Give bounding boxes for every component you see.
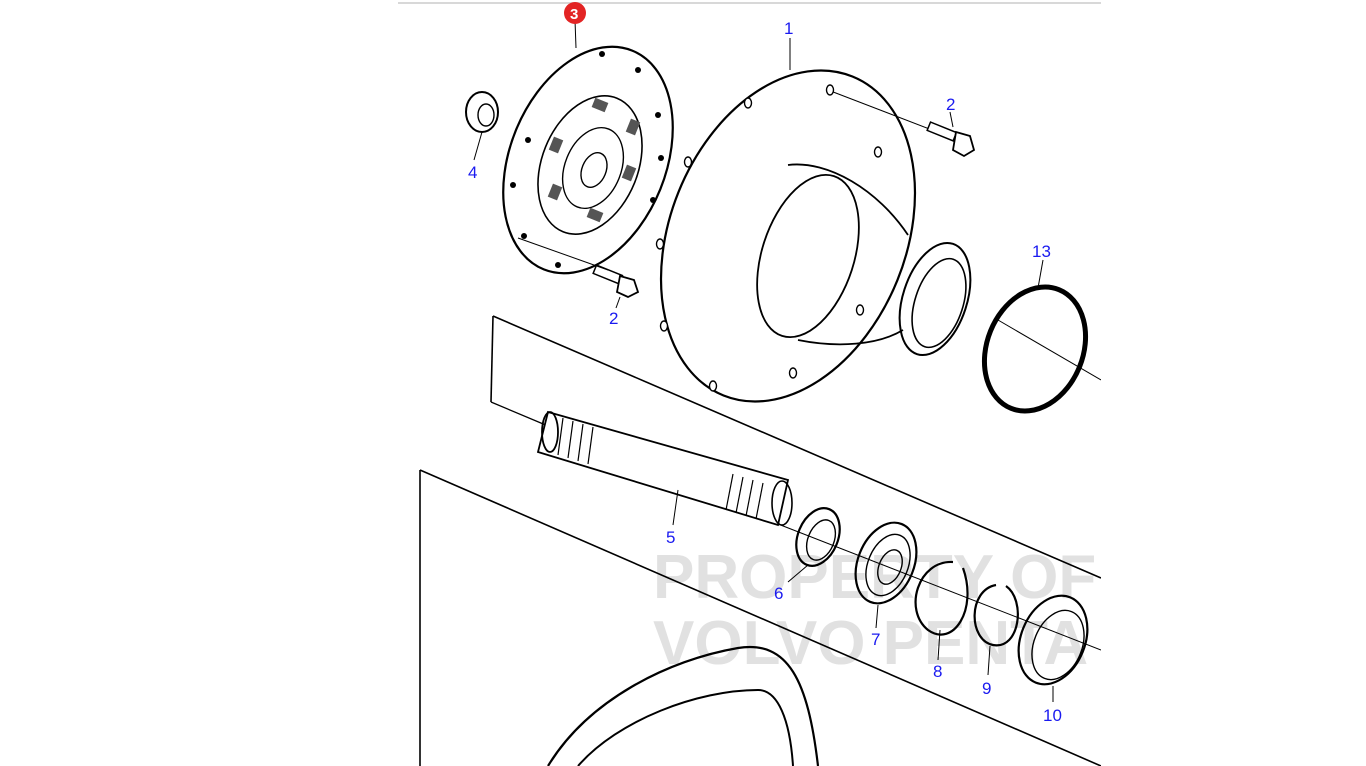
- diagram-drawing: PROPERTY OF VOLVO PENTA: [419, 2, 1101, 766]
- watermark-line-1: PROPERTY OF: [653, 543, 1096, 612]
- exploded-parts-diagram: PROPERTY OF VOLVO PENTA: [398, 0, 1101, 766]
- seal-outer: [795, 507, 841, 567]
- bearing-bore: [877, 549, 903, 585]
- bolt-lower-shank: [592, 264, 624, 285]
- leader-2-lower: [615, 296, 621, 309]
- part-3-damper-disc: [502, 19, 674, 275]
- housing-spigot-inner: [911, 257, 967, 349]
- housing-spigot-outer: [898, 241, 972, 357]
- part-label-1[interactable]: 1: [784, 19, 793, 38]
- part-13-o-ring: [981, 259, 1089, 414]
- flange-outer: [659, 69, 917, 403]
- part-label-9[interactable]: 9: [982, 679, 991, 698]
- leader-9: [987, 645, 991, 676]
- part-9-circlip: [973, 583, 1019, 676]
- shaft-axis-line: [777, 523, 1101, 651]
- part-label-2-upper[interactable]: 2: [946, 95, 955, 114]
- part-label-7[interactable]: 7: [871, 630, 880, 649]
- part-10-sleeve: [1017, 594, 1089, 702]
- part-4-bushing: [465, 91, 499, 161]
- part-label-5[interactable]: 5: [666, 528, 675, 547]
- leader-5: [672, 489, 679, 526]
- disc-inner-ring: [561, 126, 625, 210]
- part-label-10[interactable]: 10: [1043, 706, 1062, 725]
- flange-bolt-holes: [655, 84, 883, 392]
- part-8-circlip: [914, 560, 969, 661]
- part-7-bearing: [854, 521, 918, 629]
- bearing-outer: [854, 521, 918, 605]
- shaft-body: [536, 410, 790, 527]
- circlip-9: [973, 583, 1019, 647]
- bushing-inner: [477, 103, 495, 127]
- bolt-lower-head: [615, 274, 640, 298]
- leader-13: [1037, 259, 1044, 289]
- seal-inner: [805, 519, 837, 561]
- bearing-race: [865, 533, 911, 597]
- frame-upper-top-edge: [492, 315, 1101, 579]
- ring-axis-line: [997, 319, 1101, 381]
- sleeve-inner: [1031, 609, 1085, 681]
- leader-2-upper: [949, 111, 954, 128]
- shaft-splines-front: [557, 417, 594, 465]
- leader-7: [875, 604, 879, 629]
- frame-lower-top-edge: [419, 469, 1101, 766]
- disc-friction-pads: [547, 97, 641, 223]
- part-label-8[interactable]: 8: [933, 662, 942, 681]
- part-5-input-shaft: [536, 410, 793, 527]
- selected-part-badge[interactable]: 3: [564, 2, 586, 24]
- shaft-splines-rear: [725, 473, 764, 520]
- leader-8: [937, 629, 941, 661]
- part-2-bolt-lower: [517, 237, 640, 309]
- section-frames: [419, 315, 1101, 766]
- top-divider: [398, 2, 1101, 4]
- disc-friction-ring: [537, 95, 643, 235]
- frame-upper-left-edge: [490, 315, 494, 403]
- housing-bell-bottom: [797, 329, 904, 346]
- badge-circle: [564, 2, 586, 24]
- leader-6: [787, 564, 809, 583]
- housing-bell-top: [787, 163, 909, 236]
- leader-3: [574, 19, 577, 49]
- badge-number: 3: [570, 6, 578, 23]
- shaft-front-end: [541, 411, 559, 453]
- disc-bolt-holes: [510, 51, 664, 268]
- disc-outer-rim: [502, 45, 674, 275]
- part-label-4[interactable]: 4: [468, 163, 477, 182]
- bolt-lower-axis: [517, 237, 609, 271]
- lower-housing-outline: [547, 645, 820, 766]
- part-label-6[interactable]: 6: [774, 584, 783, 603]
- part-label-13[interactable]: 13: [1032, 242, 1051, 261]
- o-ring: [981, 284, 1089, 414]
- bolt-upper-head: [952, 130, 976, 158]
- sleeve-outer: [1017, 594, 1089, 686]
- watermark: PROPERTY OF VOLVO PENTA: [653, 543, 1096, 678]
- leader-4: [473, 131, 483, 161]
- lower-housing-inner: [577, 688, 794, 766]
- part-6-seal: [787, 507, 841, 583]
- shaft-rear-end: [771, 480, 793, 526]
- part-1-flange-housing: [655, 38, 972, 403]
- part-2-bolt-upper: [926, 111, 976, 158]
- disc-hub: [580, 152, 608, 188]
- housing-bell-base: [756, 173, 860, 339]
- frame-upper-axis-left: [490, 401, 549, 427]
- part-label-2-lower[interactable]: 2: [609, 309, 618, 328]
- circlip-8: [914, 560, 969, 636]
